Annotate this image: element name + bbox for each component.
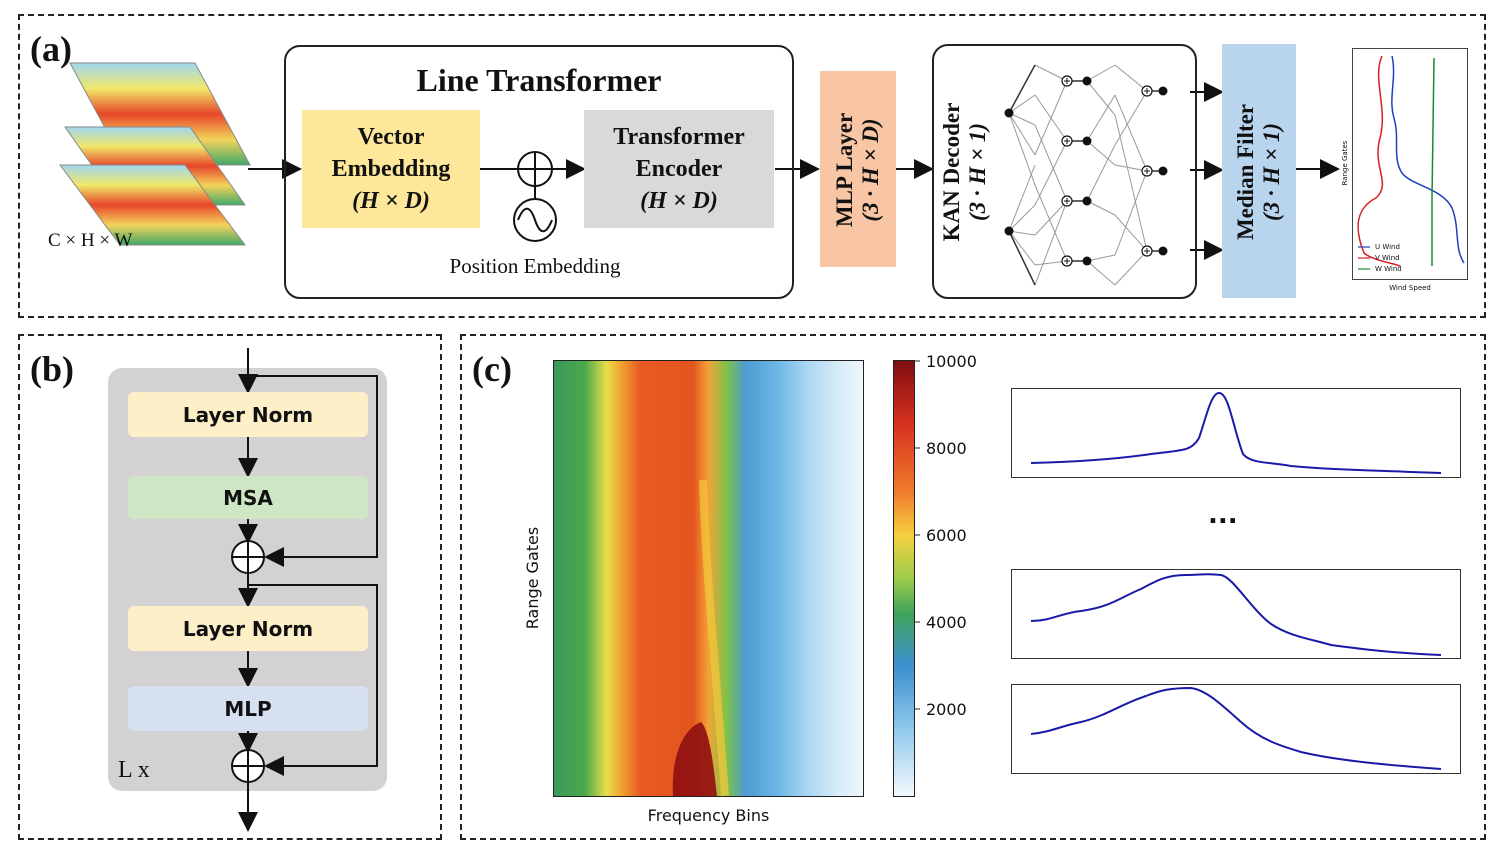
wind-profile-plot [1352,48,1468,280]
v-wind-line [1357,55,1401,267]
heatmap-hotspot [672,479,729,797]
spectrum-line-3 [1030,686,1442,770]
residual-add-2 [231,749,265,783]
legend-v-wind: V Wind [1375,254,1400,262]
colorbar [893,360,915,797]
kan-decoder-line2: (3 · H × 1) [965,122,990,222]
mlp-layer-line1: MLP Layer [832,112,857,228]
ellipsis: ... [1208,500,1238,530]
transformer-encoder-box: Transformer Encoder (H × D) [584,110,774,228]
input-slices-graphic [59,62,251,246]
panel-b [18,334,442,840]
residual-add-1 [231,540,265,574]
panel-a-label: (a) [30,29,72,69]
colorbar-tick-2000: 2000 [926,700,967,719]
median-filter-label: Median Filter (3 · H × 1) [1233,72,1284,272]
median-filter-box [1222,44,1296,298]
wind-profile-lines [1357,55,1465,270]
transformer-encoder-dims: (H × D) [640,188,718,214]
wind-plot-xlabel: Wind Speed [1389,284,1431,292]
line-transformer-title: Line Transformer [416,62,662,98]
panel-c [460,334,1486,840]
slice-front [59,164,246,246]
mlp-box: MLP [128,686,368,731]
kan-decoder-line1: KAN Decoder [939,102,964,242]
w-wind-line [1431,57,1435,266]
input-dims-label: C × H × W [48,230,133,251]
spectrum-plot-3 [1011,684,1461,774]
vector-embedding-line2: Embedding [331,156,451,182]
kan-decoder-block [932,44,1197,299]
line-transformer-block [284,45,794,299]
u-wind-line [1391,55,1465,264]
layer-norm-2-box: Layer Norm [128,606,368,651]
position-embedding-label: Position Embedding [449,254,621,278]
kan-decoder-label: KAN Decoder (3 · H × 1) [939,87,990,257]
spectrum-line-1 [1030,391,1442,474]
mlp-layer-box [820,71,896,267]
vector-embedding-box: Vector Embedding (H × D) [302,110,480,228]
spectrum-plot-2 [1011,569,1461,659]
repeat-label: L x [118,757,150,783]
wind-legend [1358,246,1370,270]
colorbar-tick-10000: 10000 [926,352,977,371]
panel-c-label: (c) [472,349,512,389]
spectrum-line-2 [1030,573,1442,656]
panel-a-arrows [248,82,1340,260]
median-filter-line1: Median Filter [1233,103,1258,241]
mlp-layer-label: MLP Layer (3 · H × D) [832,72,883,268]
colorbar-ticks [915,360,920,710]
legend-w-wind: W Wind [1375,265,1402,273]
mlp-layer-line2: (3 · H × D) [858,118,883,222]
transformer-encoder-line1: Transformer [613,124,745,150]
vector-embedding-dims: (H × D) [352,188,430,214]
panel-b-label: (b) [30,349,74,389]
vector-embedding-line1: Vector [357,124,425,150]
heatmap-xlabel: Frequency Bins [647,806,770,825]
layer-norm-1-box: Layer Norm [128,392,368,437]
transformer-encoder-line2: Encoder [635,156,723,182]
legend-u-wind: U Wind [1375,243,1400,251]
colorbar-tick-8000: 8000 [926,439,967,458]
msa-box: MSA [128,476,368,519]
median-filter-line2: (3 · H × 1) [1259,122,1284,222]
colorbar-tick-6000: 6000 [926,526,967,545]
panel-a [18,14,1486,318]
spectrum-plot-1 [1011,388,1461,478]
panel-b-flow [231,348,378,832]
colorbar-tick-4000: 4000 [926,613,967,632]
kan-network-graphic [1004,64,1168,286]
heatmap-ylabel: Range Gates [522,526,542,630]
wind-plot-ylabel: Range Gates [1341,140,1349,186]
